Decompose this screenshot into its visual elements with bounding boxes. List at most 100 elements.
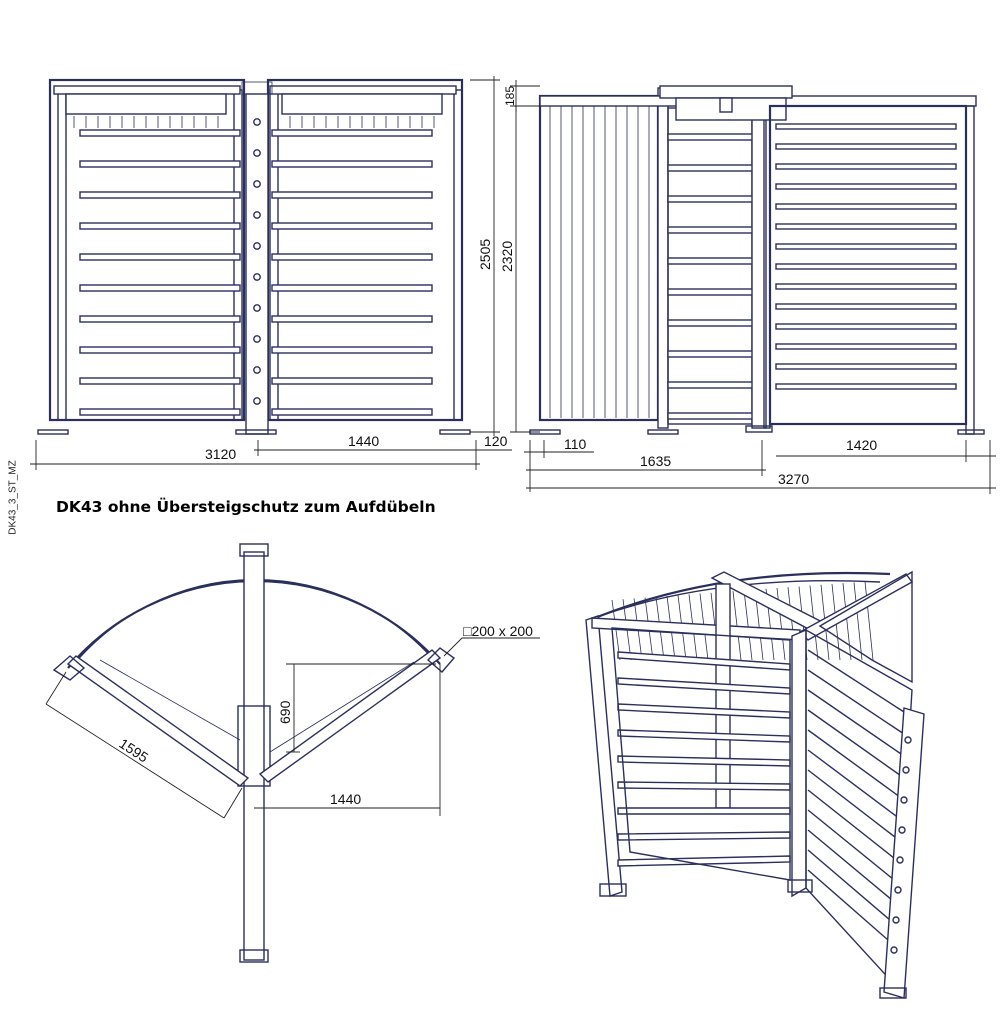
top-center-post [243,551,265,961]
side-mid-slat [667,133,755,141]
dim-side-right-section: 1420 [846,437,877,453]
side-mid-slat [667,195,755,203]
side-dimensions: 185 2320 110 1635 1420 3270 [499,80,996,494]
iso-door-slat [807,829,905,911]
front-slat [271,129,433,137]
iso-front-slat [617,831,791,841]
iso-front-slat [617,677,791,695]
side-right-slat [775,183,957,190]
iso-door-slat [807,729,905,801]
front-slat [271,222,433,230]
post-hole [253,242,261,250]
post-hole [253,273,261,281]
iso-back-slat [776,587,786,661]
iso-front-slat [617,651,791,671]
post-hole [253,397,261,405]
post-hole [253,180,261,188]
side-right-slat [775,223,957,230]
front-slat [79,253,241,261]
iso-door-hole [896,856,904,864]
iso-door-slat [807,689,905,757]
dim-top-post: □200 x 200 [463,623,533,639]
side-view [529,85,985,435]
dim-side-top: 185 [503,86,517,106]
side-mid-slat [667,257,755,265]
side-left-panel [538,94,660,422]
post-holes [253,118,261,405]
dim-side-total: 3270 [778,471,809,487]
side-right-slat [775,383,957,390]
front-view [37,78,471,435]
front-left-panel [48,78,246,422]
dim-front-half: 1440 [348,433,379,449]
top-dimensions: 1595 690 1440 □200 x 200 [45,623,540,819]
side-right-slat [775,363,957,370]
iso-back-slat [743,590,753,661]
side-mid-slat [667,164,755,172]
iso-door-slat [807,789,905,867]
front-slat [271,377,433,385]
front-slat [79,129,241,137]
front-slat [79,346,241,354]
side-mid-slat [667,319,755,327]
side-right-slat [775,323,957,330]
iso-door-slat [807,749,905,823]
front-center-post [245,93,269,435]
iso-back-slat [864,581,874,661]
side-right-slat [775,263,957,270]
iso-door-hole [904,736,912,744]
iso-door-hole [890,946,898,954]
side-right-slat [775,243,957,250]
side-right-slat [775,343,957,350]
side-right-slat [775,163,957,170]
front-slat [79,408,241,416]
iso-door-hole [902,766,910,774]
iso-door-slat [807,669,905,735]
front-slat [271,284,433,292]
dim-top-half: 1440 [330,791,361,807]
side-mid-slat [667,288,755,296]
iso-door-slat [807,849,905,933]
front-rails [73,116,435,128]
side-right-slat [775,303,957,310]
iso-front-slat [617,781,791,791]
iso-door-hole [898,826,906,834]
post-hole [253,335,261,343]
isometric-view [585,570,925,999]
front-slat [271,253,433,261]
side-mid-slat [667,381,755,389]
dim-side-height: 2320 [499,241,515,272]
iso-door-slat [807,769,905,845]
iso-back-slat [732,591,742,661]
iso-back-slat [842,583,852,661]
dim-front-foot: 120 [484,433,508,449]
dim-front-height: 2505 [477,239,493,270]
front-slat [271,408,433,416]
side-mid-slat [667,412,755,420]
post-hole [253,118,261,126]
dim-side-left-section: 1635 [640,453,671,469]
iso-front-slat [617,729,791,743]
dim-front-total: 3120 [205,446,236,462]
post-hole [253,211,261,219]
post-hole [253,149,261,157]
side-right-slat [775,143,957,150]
front-slat [79,160,241,168]
side-mid-slat [667,226,755,234]
iso-front-slat [617,755,791,767]
iso-door-slat [807,709,905,779]
side-right-slat [775,283,957,290]
iso-door-slat [807,649,905,713]
front-slat [79,284,241,292]
front-slat [79,315,241,323]
iso-door-hole [900,796,908,804]
drawing-caption: DK43 ohne Übersteigschutz zum Aufdübeln [56,498,436,516]
dim-side-offset: 110 [564,436,587,452]
dim-top-depth: 690 [277,700,293,724]
top-view [52,543,456,963]
side-mid-slat [667,350,755,358]
post-hole [253,366,261,374]
dim-top-arm: 1595 [116,735,151,765]
